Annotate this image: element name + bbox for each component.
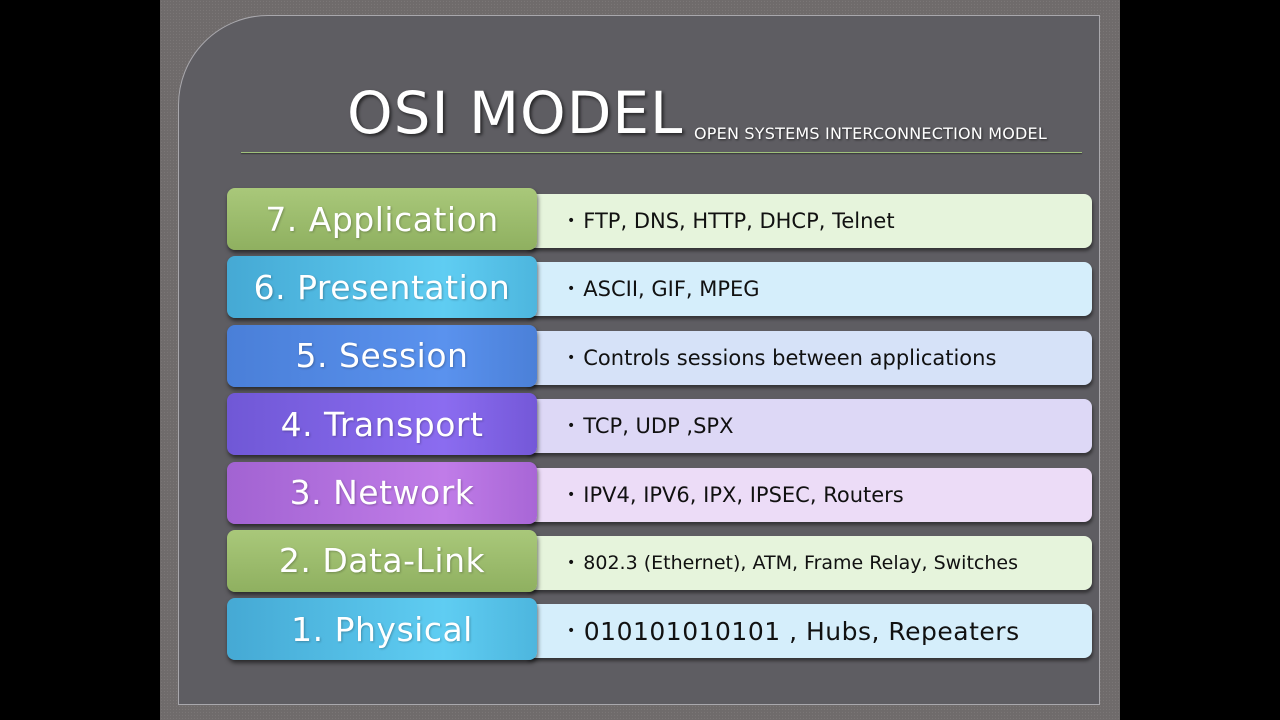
description-text: TCP, UDP ,SPX <box>583 414 734 439</box>
layer-description-physical: • 010101010101 , Hubs, Repeaters <box>527 604 1092 659</box>
slide-title: OSI MODEL <box>347 79 684 147</box>
title-divider <box>241 152 1082 153</box>
layer-label-session: 5. Session <box>227 324 537 387</box>
bullet-icon: • <box>567 418 576 435</box>
bullet-icon: • <box>567 486 576 503</box>
layer-description-presentation: • ASCII, GIF, MPEG <box>527 262 1092 317</box>
layer-label-data-link: 2. Data-Link <box>227 529 537 592</box>
bullet-icon: • <box>567 281 576 298</box>
layer-description-session: • Controls sessions between applications <box>527 330 1092 385</box>
layer-label-physical: 1. Physical <box>227 598 537 661</box>
description-text: Controls sessions between applications <box>583 345 997 370</box>
description-text: FTP, DNS, HTTP, DHCP, Telnet <box>583 209 895 233</box>
layer-label-transport: 4. Transport <box>227 393 537 456</box>
bullet-icon: • <box>567 213 576 229</box>
description-text: 802.3 (Ethernet), ATM, Frame Relay, Swit… <box>583 551 1018 574</box>
description-text: 010101010101 , Hubs, Repeaters <box>583 616 1020 646</box>
description-text: IPV4, IPV6, IPX, IPSEC, Routers <box>583 482 904 507</box>
layer-label-application: 7. Application <box>227 188 537 250</box>
slide: OSI MODEL OPEN SYSTEMS INTERCONNECTION M… <box>160 0 1120 720</box>
layer-description-transport: • TCP, UDP ,SPX <box>527 399 1092 454</box>
layer-description-application: • FTP, DNS, HTTP, DHCP, Telnet <box>527 194 1092 248</box>
layer-label-network: 3. Network <box>227 461 537 524</box>
slide-subtitle: OPEN SYSTEMS INTERCONNECTION MODEL <box>694 124 1047 143</box>
bullet-icon: • <box>567 623 576 640</box>
slide-frame: OSI MODEL OPEN SYSTEMS INTERCONNECTION M… <box>178 15 1100 705</box>
bullet-icon: • <box>567 554 576 571</box>
description-text: ASCII, GIF, MPEG <box>583 277 760 302</box>
layer-description-data-link: • 802.3 (Ethernet), ATM, Frame Relay, Sw… <box>527 535 1092 590</box>
bullet-icon: • <box>567 349 576 366</box>
layer-description-network: • IPV4, IPV6, IPX, IPSEC, Routers <box>527 467 1092 522</box>
layer-label-presentation: 6. Presentation <box>227 256 537 319</box>
